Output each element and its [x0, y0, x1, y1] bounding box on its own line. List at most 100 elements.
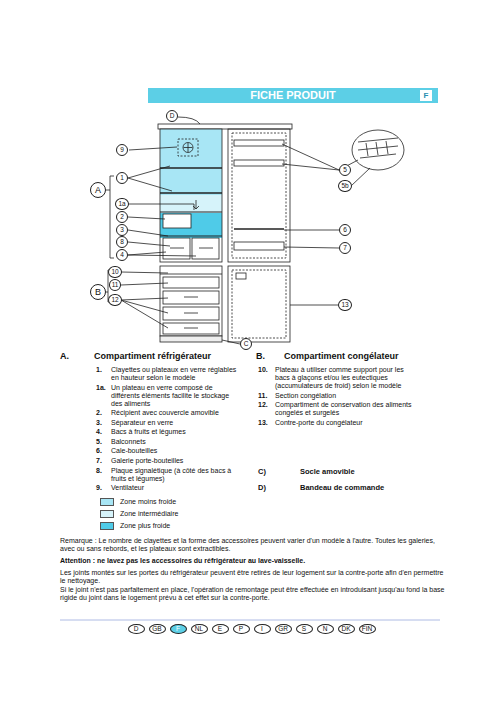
shape-text: S: [302, 626, 306, 633]
section-heading: Compartiment réfrigérateur: [94, 351, 254, 361]
item-text: Balconnets: [111, 438, 237, 446]
language-oval: D: [128, 624, 145, 634]
item-number: 1a.: [96, 384, 110, 392]
callout-letter: C: [240, 338, 252, 350]
shape-text: 8: [120, 239, 124, 246]
shape-text: 13: [341, 302, 348, 309]
callout-number: 11: [109, 279, 122, 291]
language-oval: S: [296, 624, 313, 634]
item-number: 5.: [96, 438, 110, 446]
shape-text: B: [95, 288, 101, 297]
item-number: 1.: [96, 366, 110, 374]
language-oval: F: [170, 624, 187, 634]
shape-text: NL: [195, 626, 203, 633]
note-text: Les joints montés sur les portes du réfr…: [60, 569, 445, 585]
item-number: 9.: [96, 484, 110, 492]
language-oval: GR: [275, 624, 292, 634]
shape-text: E: [218, 626, 222, 633]
legend-swatch: [100, 498, 114, 506]
item-number: 3.: [96, 419, 110, 427]
callout-number: 2: [116, 211, 128, 223]
item-text: Compartiment de conservation des aliment…: [275, 401, 415, 417]
item-text: Un plateau en verre composé de différent…: [111, 384, 237, 408]
callout-number: 5b: [338, 180, 351, 192]
shape-text: 7: [343, 245, 347, 252]
callout-number: 8: [116, 236, 128, 248]
callout-number: 4: [116, 249, 128, 261]
shape-text: 5b: [341, 183, 348, 190]
callout-letter: B: [90, 284, 106, 300]
item-text: Bacs à fruits et légumes: [111, 428, 237, 436]
item-letter: C): [258, 468, 278, 477]
header-band: FICHE PRODUIT F: [148, 88, 438, 103]
shape-text: 9: [120, 147, 124, 154]
shape-text: 2: [120, 214, 124, 221]
shape-text: A: [95, 186, 101, 195]
shape-text: I: [261, 626, 263, 633]
section-heading: Compartiment congélateur: [284, 351, 444, 361]
item-text: Ventilateur: [111, 484, 237, 492]
legend-text: Zone moins froide: [120, 498, 176, 506]
shape-text: D: [170, 113, 175, 120]
callout-number: 12: [108, 294, 121, 306]
item-number: 6.: [96, 447, 110, 455]
language-oval: N: [317, 624, 334, 634]
callout-number: 10: [108, 266, 121, 278]
item-text: Clayettes ou plateaux en verre réglables…: [111, 366, 237, 382]
shape-text: DK: [341, 626, 350, 633]
callout-number: 9: [116, 144, 128, 156]
shape-text: 4: [120, 252, 124, 259]
item-text: Plaque signalétique (à côté des bacs à f…: [111, 467, 237, 483]
callout-number: 7: [339, 242, 351, 254]
warning-text: Attention : ne lavez pas les accessoires…: [60, 557, 445, 565]
callout-number: 1: [116, 172, 128, 184]
item-text: Récipient avec couvercle amovible: [111, 409, 237, 417]
shape-text: F: [424, 92, 429, 100]
legend-text: Zone plus froide: [120, 522, 170, 530]
language-oval: FIN: [359, 624, 376, 634]
item-text: Galerie porte-bouteilles: [111, 457, 237, 465]
language-oval: E: [212, 624, 229, 634]
item-number: 13.: [258, 419, 274, 427]
shape-text: FIN: [362, 626, 372, 633]
shape-text: GB: [152, 626, 161, 633]
shape-text: 1: [120, 175, 124, 182]
item-number: 12.: [258, 401, 274, 409]
item-text: Section congélation: [275, 392, 415, 400]
callout-number: 1a: [115, 198, 128, 210]
header-title: FICHE PRODUIT: [250, 90, 336, 101]
note-text: Remarque : Le nombre de clayettes et la …: [60, 537, 445, 553]
shape-text: 1a: [118, 201, 125, 208]
legend-swatch: [100, 510, 114, 518]
shape-text: 6: [343, 227, 347, 234]
callout-number: 6: [339, 224, 351, 236]
language-oval: I: [254, 624, 271, 634]
callout-letter: A: [90, 182, 106, 198]
callout-number: 13: [338, 299, 351, 311]
language-oval: GB: [149, 624, 166, 634]
shape-text: C: [244, 341, 249, 348]
shape-text: P: [239, 626, 243, 633]
shape-text: 5: [343, 167, 347, 174]
section-letter: A.: [60, 351, 90, 361]
language-tab: F: [420, 90, 432, 101]
callout-number: 3: [116, 224, 128, 236]
item-letter: D): [258, 484, 278, 493]
shape-text: 12: [111, 297, 118, 304]
shape-text: 3: [120, 227, 124, 234]
item-number: 4.: [96, 428, 110, 436]
shape-text: 10: [111, 269, 118, 276]
note-text: Si le joint n'est pas parfaitement en pl…: [60, 586, 445, 602]
callout-number: 5: [339, 164, 351, 176]
item-text: Séparateur en verre: [111, 419, 237, 427]
item-number: 10.: [258, 366, 274, 374]
item-number: 8.: [96, 467, 110, 475]
item-text: Contre-porte du congélateur: [275, 419, 415, 427]
callout-letter: D: [166, 110, 178, 122]
language-oval: DK: [338, 624, 355, 634]
item-text: Bandeau de commande: [300, 484, 430, 493]
item-text: Cale-bouteilles: [111, 447, 237, 455]
shape-text: GR: [278, 626, 288, 633]
